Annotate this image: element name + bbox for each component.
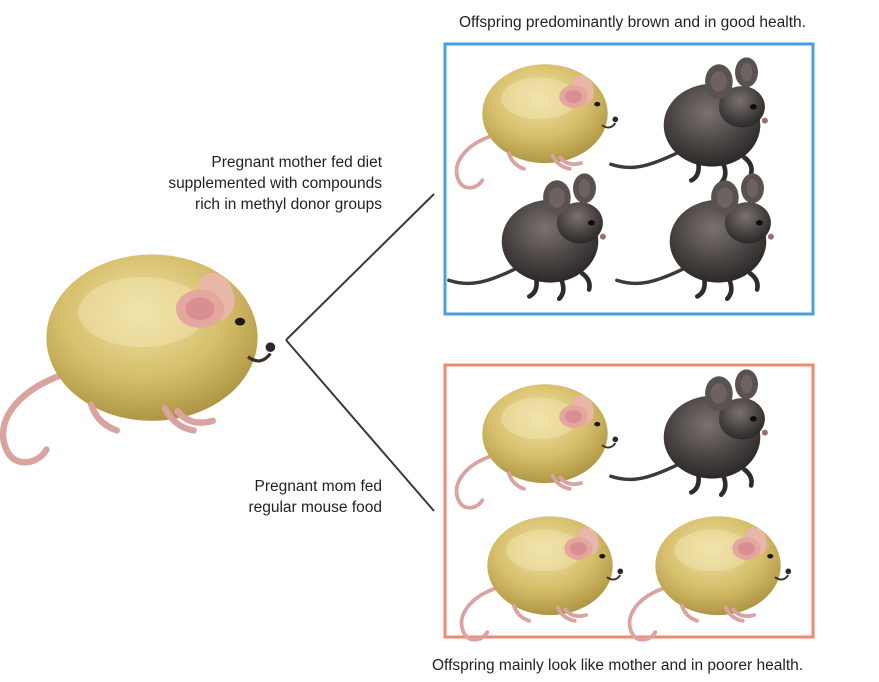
label-line: Pregnant mom fed (82, 476, 382, 497)
caption-top: Offspring predominantly brown and in goo… (459, 12, 806, 33)
connector-line-upper (286, 194, 434, 340)
offspring-box-bottom (445, 365, 813, 640)
label-regular-diet: Pregnant mom fed regular mouse food (82, 476, 382, 518)
label-line: regular mouse food (82, 497, 382, 518)
label-line: rich in methyl donor groups (82, 194, 382, 215)
label-line: supplemented with compounds (82, 173, 382, 194)
label-supplemented-diet: Pregnant mother fed diet supplemented wi… (82, 152, 382, 215)
offspring-box-top (445, 44, 813, 314)
label-line: Pregnant mother fed diet (82, 152, 382, 173)
mother-mouse-icon (3, 254, 275, 462)
caption-bottom: Offspring mainly look like mother and in… (432, 655, 803, 676)
